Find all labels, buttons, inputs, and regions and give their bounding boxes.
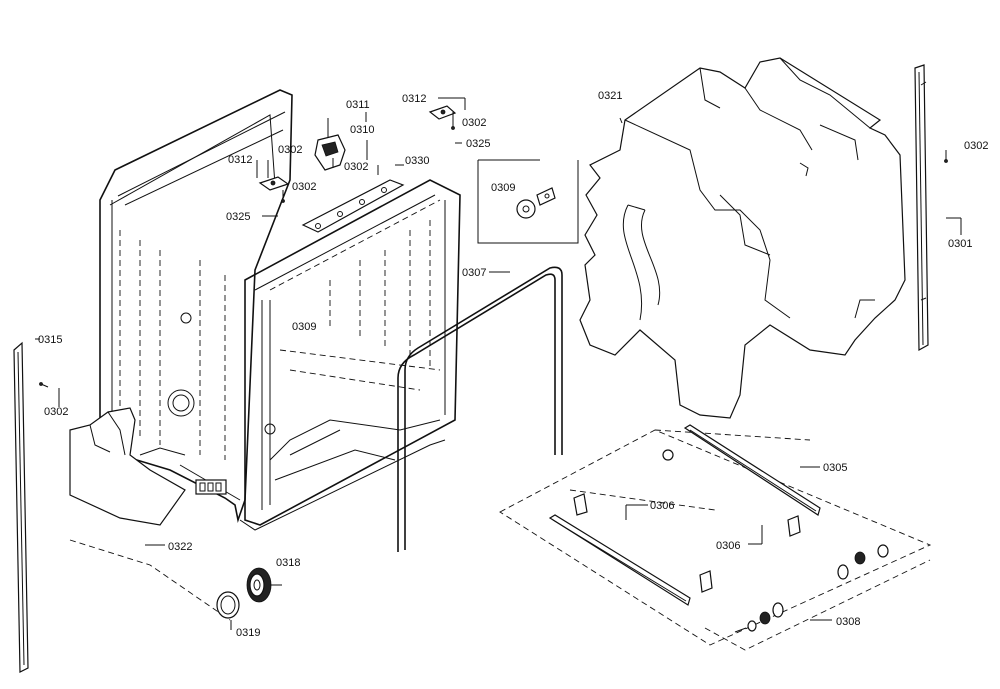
label-0318: 0318 bbox=[276, 557, 300, 569]
label-0325: 0325 bbox=[466, 138, 490, 150]
label-0308: 0308 bbox=[836, 616, 860, 628]
wheel-parts bbox=[216, 567, 272, 619]
rail-assembly bbox=[499, 424, 932, 651]
tub-assembly bbox=[99, 89, 461, 531]
label-0312: 0312 bbox=[228, 154, 252, 166]
label-0330: 0330 bbox=[405, 155, 429, 167]
label-0311: 0311 bbox=[346, 99, 370, 111]
label-0302: 0302 bbox=[462, 117, 486, 129]
label-0325: 0325 bbox=[226, 211, 250, 223]
label-0322: 0322 bbox=[168, 541, 192, 553]
label-0306: 0306 bbox=[716, 540, 740, 552]
label-0309: 0309 bbox=[292, 321, 316, 333]
label-0307: 0307 bbox=[462, 267, 486, 279]
door-gasket bbox=[397, 266, 563, 552]
label-0302: 0302 bbox=[278, 144, 302, 156]
label-0312: 0312 bbox=[402, 93, 426, 105]
part-number-labels: 0311 0310 0312 0302 0302 0302 0330 0325 … bbox=[38, 90, 988, 639]
label-0319: 0319 bbox=[236, 627, 260, 639]
label-0302: 0302 bbox=[44, 406, 68, 418]
label-0305: 0305 bbox=[823, 462, 847, 474]
label-0310: 0310 bbox=[350, 124, 374, 136]
label-0309: 0309 bbox=[491, 182, 515, 194]
vent-disk-assembly bbox=[477, 159, 579, 244]
label-0301: 0301 bbox=[948, 238, 972, 250]
label-0302: 0302 bbox=[964, 140, 988, 152]
hinge-bracket-parts bbox=[258, 105, 457, 233]
label-0306: 0306 bbox=[650, 500, 674, 512]
left-side-trim-strip bbox=[13, 341, 49, 673]
label-0302: 0302 bbox=[292, 181, 316, 193]
left-base-panel bbox=[69, 407, 231, 621]
label-0321: 0321 bbox=[598, 90, 622, 102]
insulation-blanket bbox=[579, 57, 906, 419]
right-side-trim-strip bbox=[914, 64, 948, 352]
label-0302: 0302 bbox=[344, 161, 368, 173]
leader-lines bbox=[35, 97, 962, 630]
label-0315: 0315 bbox=[38, 334, 62, 346]
